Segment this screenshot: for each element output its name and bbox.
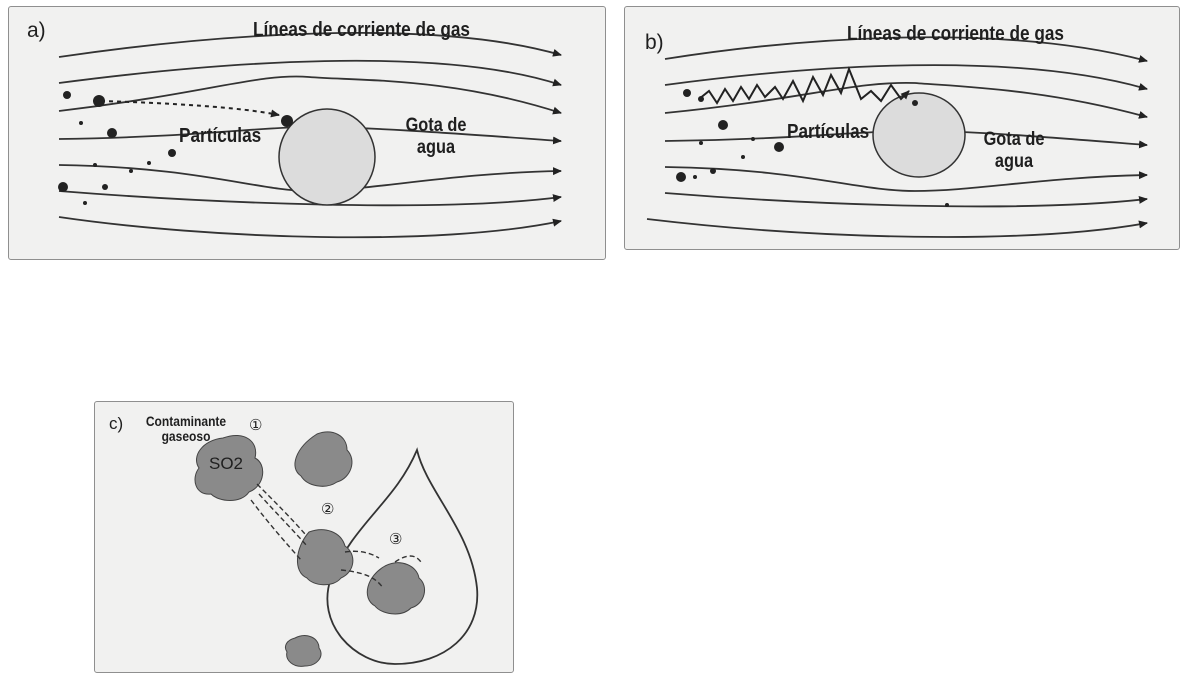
particle (741, 155, 745, 159)
particle (718, 120, 728, 130)
streamline (665, 193, 1147, 206)
particle (683, 89, 691, 97)
particle (83, 201, 87, 205)
particle (129, 169, 133, 173)
particle (147, 161, 151, 165)
water-drop (279, 109, 375, 205)
particle (710, 168, 716, 174)
pollutant-blob-absorbing (297, 530, 352, 585)
particle (93, 163, 97, 167)
panel-a-inertial-impaction: a) Líneas de corriente de gas Partículas… (8, 6, 606, 260)
panel-a-drawing (9, 7, 606, 260)
step-2-marker: ② (321, 500, 334, 518)
particle (63, 91, 71, 99)
panel-c-gas-absorption: c) Contaminante gaseoso SO2 ① ② ③ (94, 401, 514, 673)
particle (699, 141, 703, 145)
diffusion-line (395, 556, 421, 562)
particle (79, 121, 83, 125)
particle (58, 182, 68, 192)
particle (693, 175, 697, 179)
brownian-trajectory (699, 69, 909, 103)
pollutant-blob (295, 432, 352, 486)
so2-label: SO2 (209, 454, 243, 474)
pollutant-blob (285, 636, 321, 667)
panel-a-particles-label: Partículas (179, 125, 261, 148)
particle (676, 172, 686, 182)
panel-a-drop-label: Gota de agua (393, 115, 479, 159)
streamline (647, 219, 1147, 237)
panel-b-brownian-diffusion: b) Líneas de corriente de gas Partículas… (624, 6, 1180, 250)
panel-a-title: Líneas de corriente de gas (253, 19, 470, 42)
streamline (59, 76, 561, 113)
step-3-marker: ③ (389, 530, 402, 548)
streamline (59, 61, 561, 85)
pollutant-label: Contaminante gaseoso (143, 414, 229, 444)
panel-a-letter: a) (27, 19, 46, 43)
pollutant-blob-dissolved (367, 563, 424, 614)
particle (281, 115, 293, 127)
particle (751, 137, 755, 141)
streamline (59, 217, 561, 237)
particle (93, 95, 105, 107)
panel-b-drop-label: Gota de agua (971, 129, 1057, 173)
panel-b-title: Líneas de corriente de gas (847, 23, 1064, 46)
diffusion-line (251, 500, 301, 560)
panel-c-letter: c) (109, 414, 123, 434)
particle-trajectory (101, 101, 279, 115)
particle (774, 142, 784, 152)
particle (698, 96, 704, 102)
panel-b-letter: b) (645, 31, 664, 55)
particle (102, 184, 108, 190)
panel-b-particles-label: Partículas (787, 121, 869, 144)
particle (912, 100, 918, 106)
step-1-marker: ① (249, 416, 262, 434)
particle (168, 149, 176, 157)
particle (945, 203, 949, 207)
streamline (665, 65, 1147, 89)
particles-a (58, 91, 293, 205)
diffusion-line (257, 484, 305, 534)
particle (107, 128, 117, 138)
water-drop (873, 93, 965, 177)
